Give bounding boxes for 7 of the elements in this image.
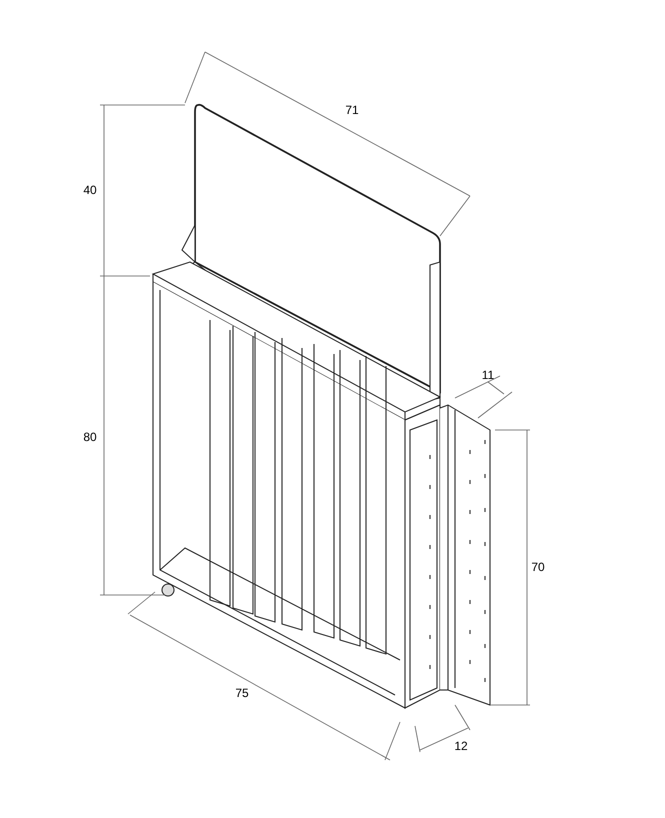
dimension-label: 70 [531,559,545,575]
dimension-label: 12 [454,738,468,754]
dimension-label: 40 [83,182,97,198]
dimension-label: 75 [235,685,249,701]
dimension-label: 11 [482,367,494,383]
dimension-label: 71 [345,102,359,118]
dimension-label: 80 [83,429,97,445]
